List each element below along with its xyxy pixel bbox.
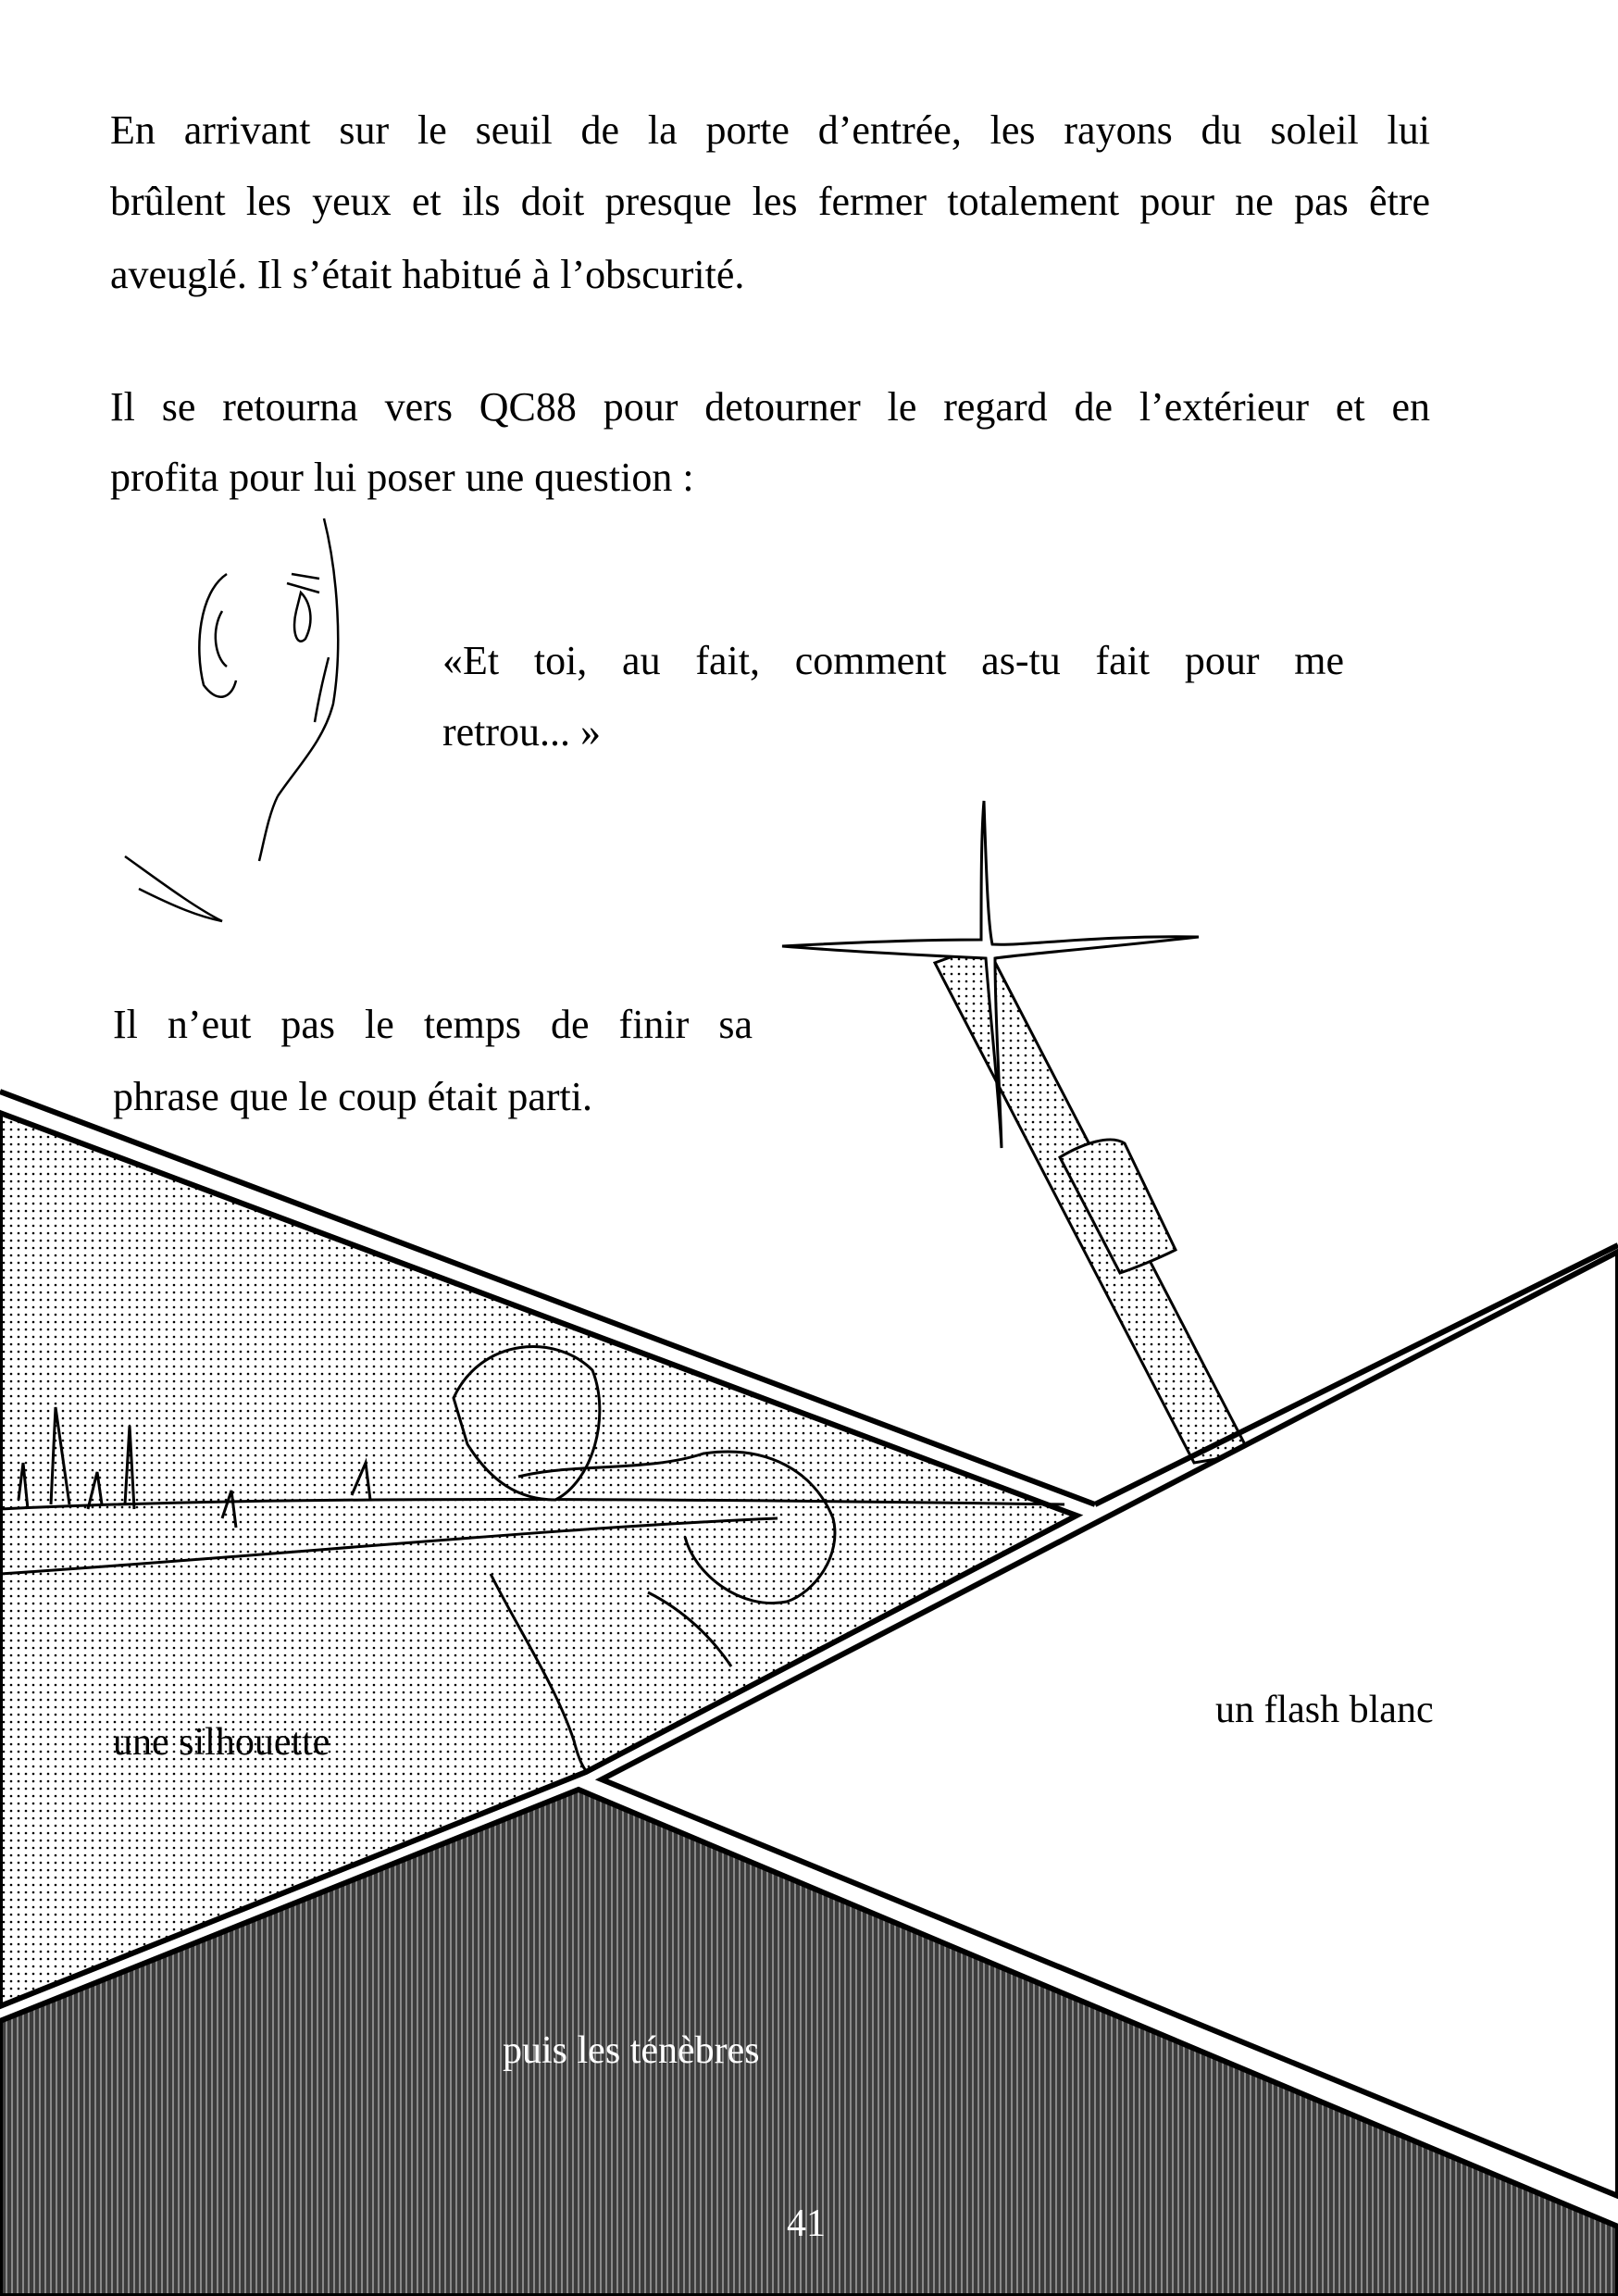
narration-line: En arrivant sur le seuil de la porte d’e… [110, 107, 1430, 153]
dialogue-line: retrou... » [442, 709, 602, 755]
narration-line: brûlent les yeux et ils doit presque les… [110, 179, 1430, 224]
caption-silhouette: une silhouette [113, 1721, 330, 1764]
narration-line: profita pour lui poser une question : [110, 455, 694, 500]
caption-darkness: puis les ténèbres [503, 2029, 760, 2072]
narration-line: Il n’eut pas le temps de finir sa [113, 1002, 753, 1047]
panel-flash [594, 1242, 1618, 2200]
dialogue-line: «Et toi, au fait, comment as-tu fait pou… [442, 638, 1344, 683]
narration-line: phrase que le coup était parti. [113, 1074, 593, 1119]
panel-silhouette [0, 1089, 1097, 2010]
caption-flash: un flash blanc [1215, 1689, 1434, 1731]
narration-line: Il se retourna vers QC88 pour detourner … [110, 384, 1430, 430]
panel-darkness [0, 1786, 1618, 2296]
staff-with-sparkle [781, 800, 1252, 1465]
character-head-sketch [124, 518, 340, 923]
narration-line: aveuglé. Il s’était habitué à l’obscurit… [110, 252, 745, 297]
page-number: 41 [787, 2202, 826, 2245]
